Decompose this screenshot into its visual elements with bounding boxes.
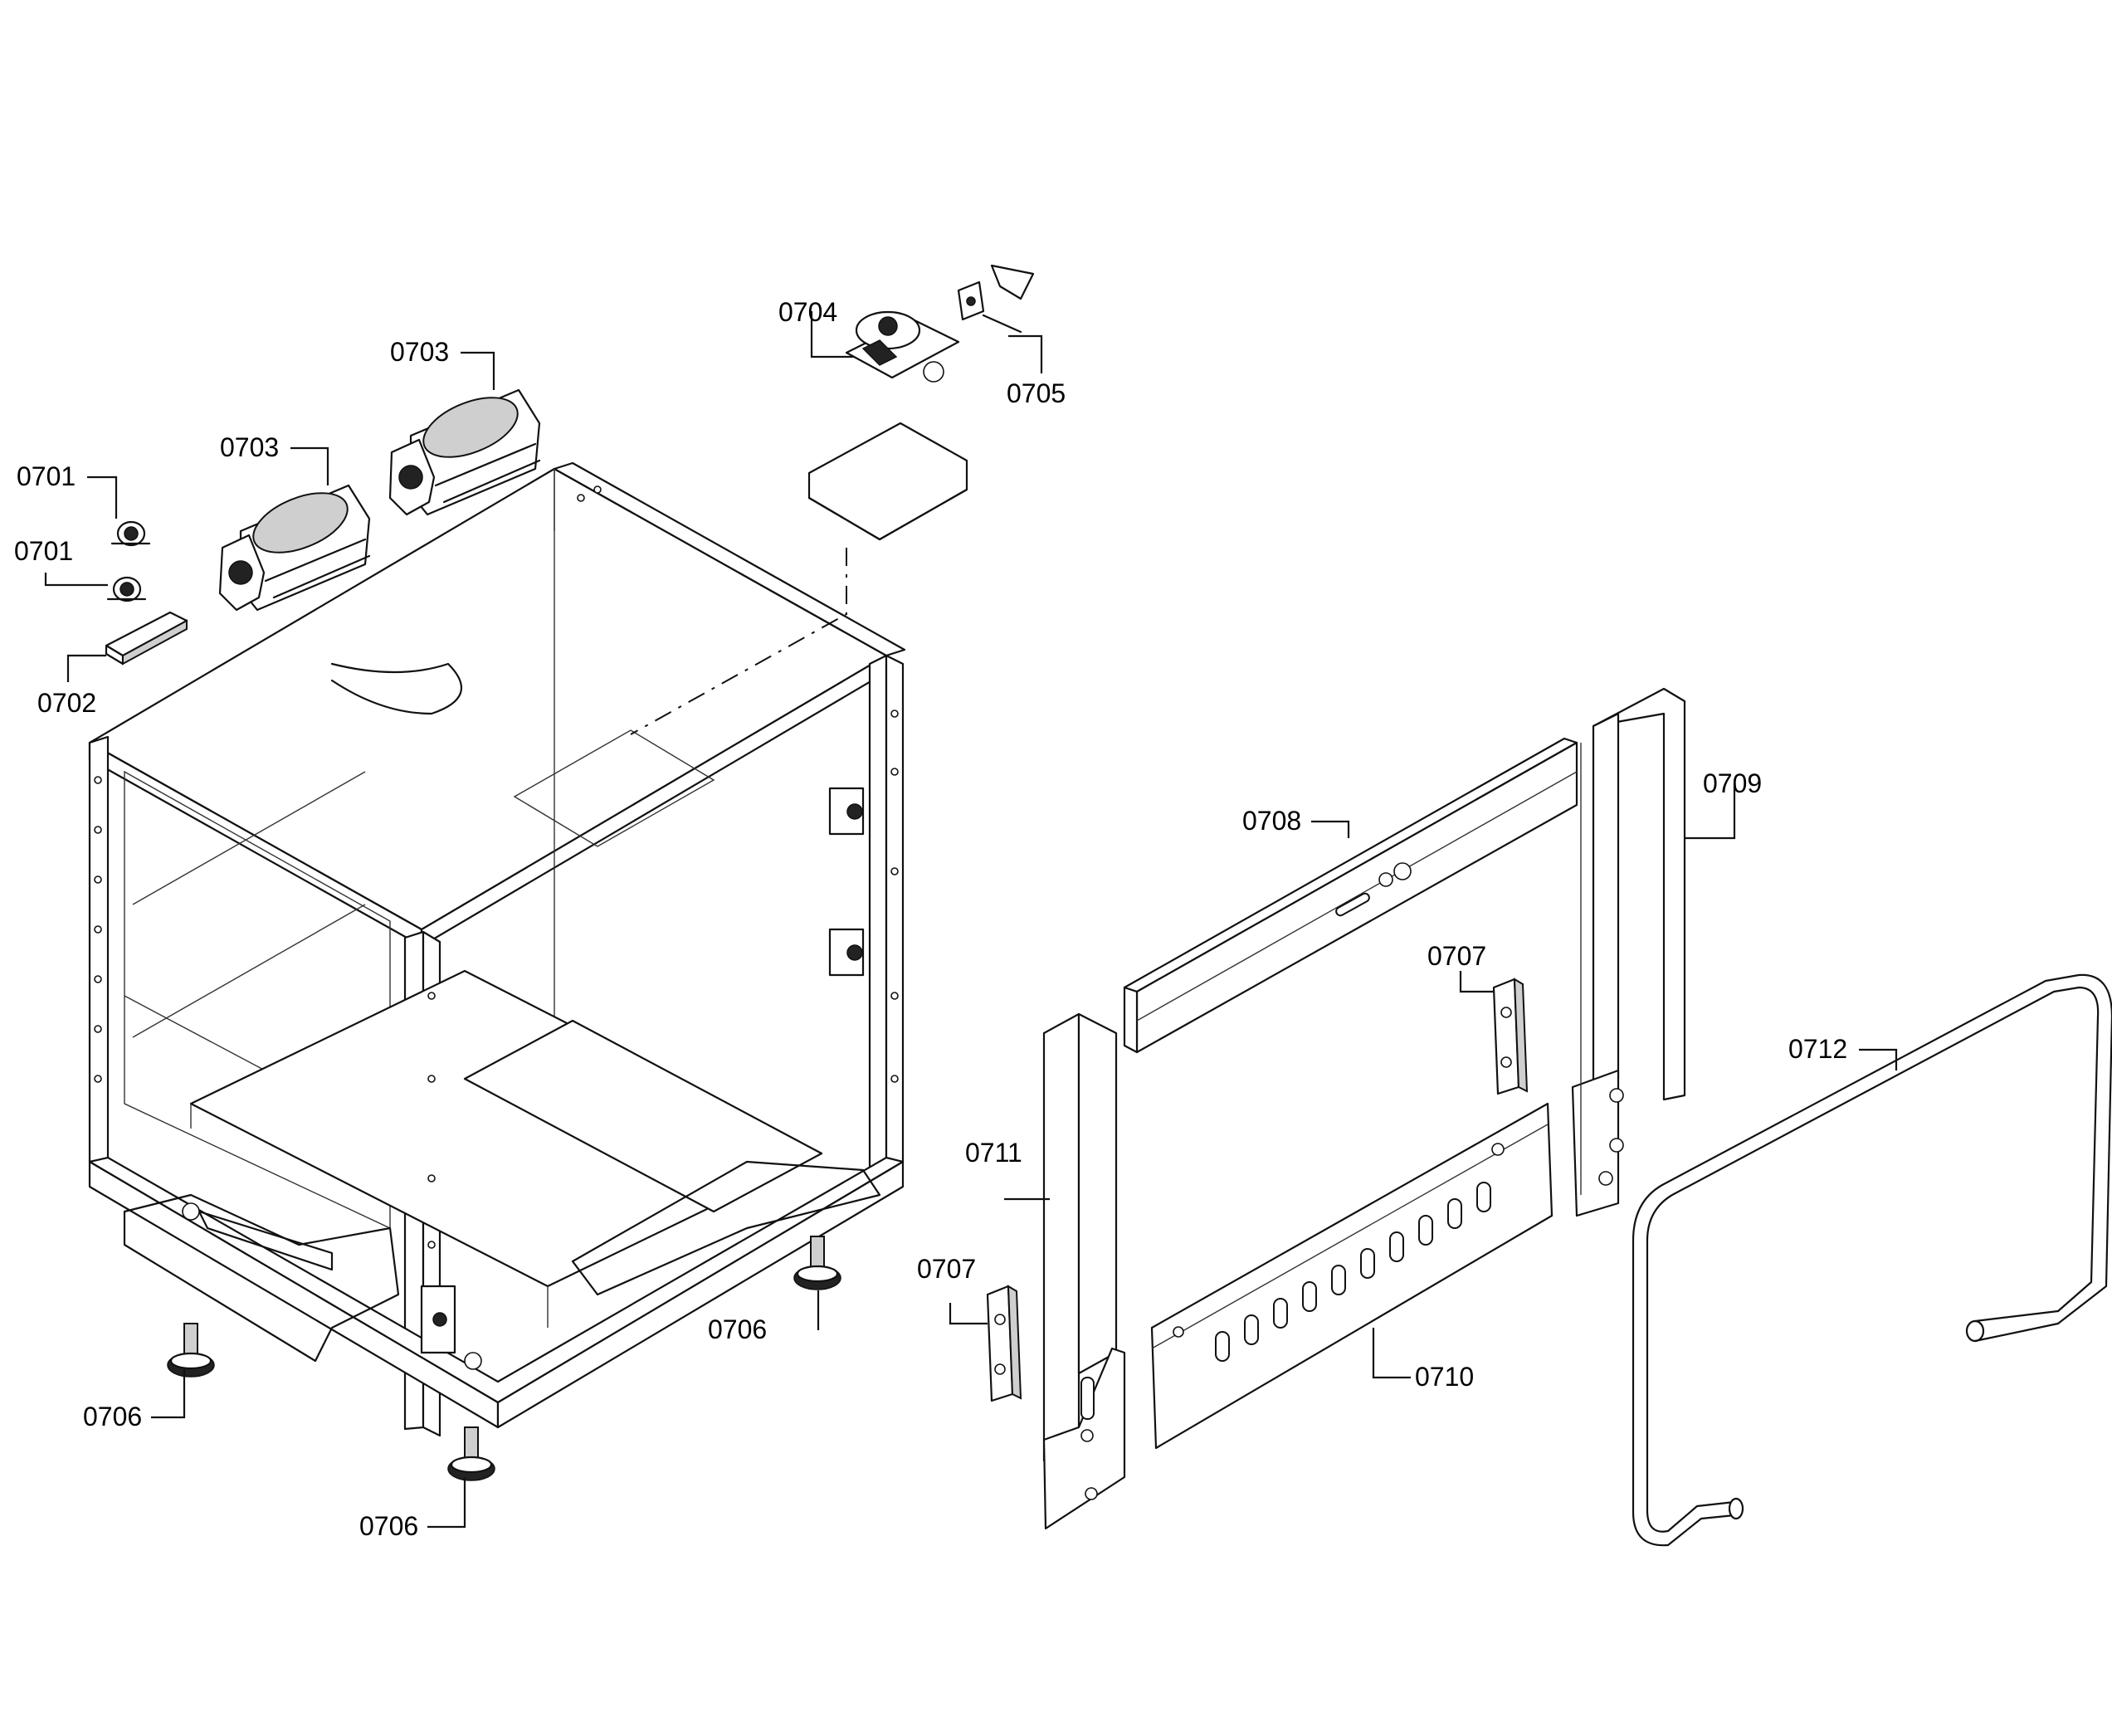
callout-labels: 0701 0701 0702 0703 0703 0704 0705 0706 …: [14, 297, 1847, 1541]
callout-0705: 0705: [1007, 378, 1066, 408]
chassis-frame: [88, 461, 906, 1437]
panel-0708: [1123, 737, 1578, 1054]
callout-0706-c: 0706: [359, 1511, 418, 1541]
callout-0707-a: 0707: [1427, 941, 1486, 971]
mounting-bracket: [807, 422, 968, 541]
frame-holes: [94, 485, 899, 1249]
leader-lines: [44, 311, 1898, 1529]
callout-0708: 0708: [1242, 806, 1301, 836]
callout-0702: 0702: [37, 688, 96, 718]
callout-0701-a: 0701: [17, 461, 76, 491]
callout-0706-b: 0706: [708, 1314, 767, 1344]
panel-0711: [1042, 1012, 1126, 1530]
leveling-foot-0706-a: [167, 1323, 215, 1378]
callout-0707-b: 0707: [917, 1254, 976, 1284]
bracket-0707-a: [1492, 978, 1529, 1095]
rail-0712: [1632, 973, 2112, 1547]
component-0705: [957, 264, 1035, 334]
callout-0701-b: 0701: [14, 536, 73, 566]
leveling-foot-0706-b: [793, 1236, 841, 1290]
panel-0710: [1150, 1102, 1554, 1450]
bracket-0707-b: [986, 1285, 1022, 1402]
callout-0703-a: 0703: [220, 432, 279, 462]
callout-0711: 0711: [965, 1138, 1022, 1168]
terminal-block-0702: [105, 611, 188, 666]
leveling-foot-0706-c: [447, 1426, 495, 1481]
callout-0710: 0710: [1415, 1362, 1474, 1392]
fan-motor-0703-b: [388, 388, 541, 516]
vent-slots: [1215, 1182, 1491, 1362]
component-0701-b: [106, 576, 147, 602]
component-0701-a: [110, 520, 151, 547]
callout-0706-a: 0706: [83, 1402, 142, 1431]
callout-0709: 0709: [1703, 768, 1762, 798]
callout-0704: 0704: [778, 297, 837, 327]
fan-motor-0703-a: [218, 484, 371, 612]
panel-0709: [1571, 687, 1686, 1217]
component-0704: [845, 310, 960, 383]
callout-0712: 0712: [1788, 1034, 1847, 1064]
callout-0703-b: 0703: [390, 337, 449, 367]
